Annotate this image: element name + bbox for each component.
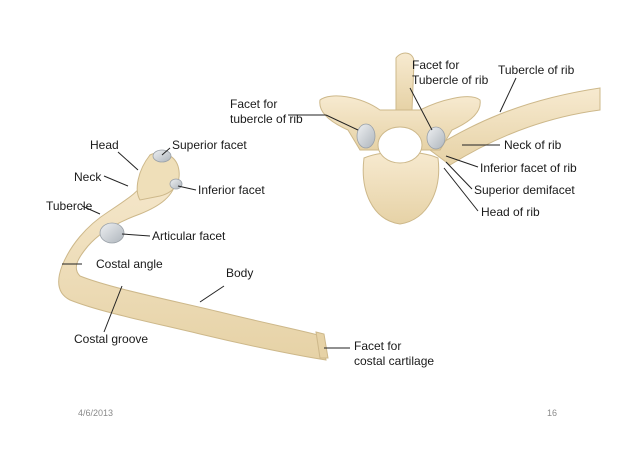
- label-facet-costal-cartilage-line1: Facet for: [354, 339, 402, 353]
- superior-facet-shape: [152, 149, 172, 163]
- rib-shaft: [58, 153, 327, 361]
- label-facet-costal-cartilage-line2: costal cartilage: [354, 354, 435, 368]
- leader-lines: [62, 77, 517, 349]
- articular-facet-shape: [99, 222, 125, 244]
- label-neck: Neck: [74, 170, 102, 184]
- leader-inferior-facet: [177, 185, 197, 191]
- label-superior-demifacet: Superior demifacet: [474, 183, 575, 197]
- spinous-process: [395, 52, 415, 111]
- label-costal-angle: Costal angle: [96, 257, 163, 271]
- left-tubercle-facet-shape: [356, 123, 376, 149]
- leader-neck: [103, 175, 129, 187]
- leader-facet-tubercle-top: [409, 87, 433, 131]
- label-facet-tubercle-top-line2: Tubercle of rib: [412, 73, 489, 87]
- label-superior-facet: Superior facet: [172, 138, 247, 152]
- label-head: Head: [90, 138, 119, 152]
- leader-head-of-rib: [443, 167, 479, 212]
- leader-body: [199, 285, 225, 303]
- leader-superior-facet: [161, 147, 171, 156]
- label-head-of-rib: Head of rib: [481, 205, 540, 219]
- label-costal-groove: Costal groove: [74, 332, 149, 346]
- leader-articular-facet: [121, 233, 151, 237]
- footer-page-number: 16: [547, 408, 558, 418]
- footer-date: 4/6/2013: [78, 408, 114, 418]
- vertebral-foramen: [377, 126, 423, 164]
- leader-tubercle: [81, 205, 101, 215]
- label-facet-tubercle-left-line1: Facet for: [230, 97, 278, 111]
- leader-inferior-facet-of-rib: [445, 155, 479, 168]
- leader-costal-groove: [103, 285, 123, 333]
- label-inferior-facet-of-rib: Inferior facet of rib: [480, 161, 577, 175]
- rib-superior-shaft: [429, 87, 601, 166]
- leader-superior-demifacet: [445, 161, 473, 190]
- label-tubercle: Tubercle: [46, 199, 93, 213]
- label-facet-tubercle-left-line2: tubercle of rib: [230, 112, 303, 126]
- right-tubercle-facet-shape: [426, 126, 446, 150]
- label-facet-tubercle-top-line1: Facet for: [412, 58, 460, 72]
- label-body: Body: [226, 266, 254, 280]
- costal-cartilage-end: [315, 331, 329, 359]
- inferior-facet-shape: [169, 178, 183, 190]
- leader-tubercle-of-rib: [499, 77, 517, 113]
- label-tubercle-of-rib: Tubercle of rib: [498, 63, 575, 77]
- label-neck-of-rib: Neck of rib: [504, 138, 562, 152]
- label-inferior-facet: Inferior facet: [198, 183, 265, 197]
- leader-head: [117, 151, 139, 171]
- vertebra-superior-view: [319, 52, 601, 225]
- leader-facet-tubercle-left-b: [325, 114, 359, 131]
- label-articular-facet: Articular facet: [152, 229, 226, 243]
